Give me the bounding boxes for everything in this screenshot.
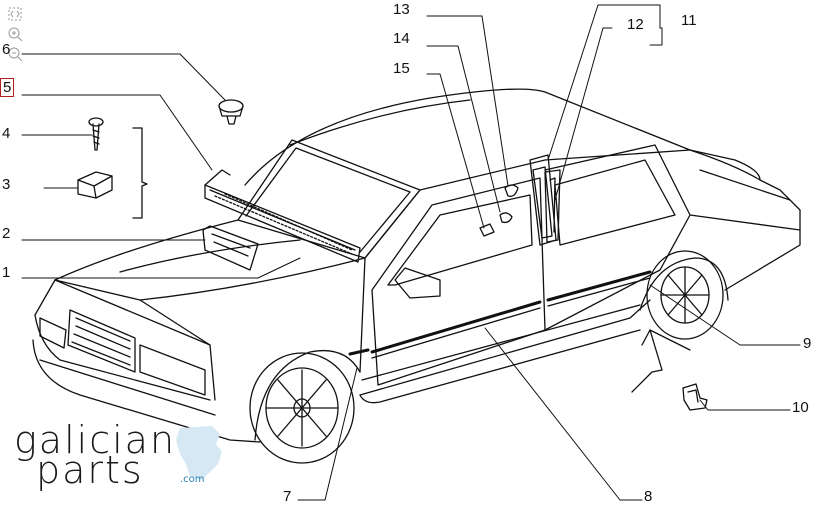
logo-line-2: parts: [36, 448, 144, 492]
side-moldings: [348, 270, 652, 359]
fit-to-screen-icon[interactable]: [6, 6, 24, 22]
cowl-panel: [202, 169, 361, 271]
small-parts: [77, 99, 708, 411]
callout-1[interactable]: 1: [2, 264, 11, 281]
leader-lines: [21, 4, 801, 501]
group-brackets: [132, 127, 691, 393]
zoom-in-icon[interactable]: [6, 26, 24, 42]
callout-10[interactable]: 10: [792, 399, 809, 416]
callout-4[interactable]: 4: [2, 125, 11, 142]
callout-14[interactable]: 14: [393, 30, 410, 47]
callout-5[interactable]: 5: [0, 78, 15, 97]
logo-suffix: .com: [180, 474, 205, 485]
callout-8[interactable]: 8: [644, 488, 653, 505]
callout-3[interactable]: 3: [2, 176, 11, 193]
callout-2[interactable]: 2: [2, 225, 11, 242]
galicia-map-shape: [176, 426, 222, 480]
callout-15[interactable]: 15: [393, 60, 410, 77]
callout-9[interactable]: 9: [803, 335, 812, 352]
callout-7[interactable]: 7: [283, 488, 292, 505]
zoom-out-icon[interactable]: [6, 46, 24, 62]
pillar-trim: [529, 154, 561, 246]
car-body-outline: [32, 88, 801, 464]
callout-13[interactable]: 13: [393, 1, 410, 18]
callout-11[interactable]: 11: [681, 12, 697, 29]
callout-12[interactable]: 12: [627, 16, 644, 33]
logo-line-1: galician: [14, 418, 177, 462]
callout-6[interactable]: 6: [2, 41, 11, 58]
